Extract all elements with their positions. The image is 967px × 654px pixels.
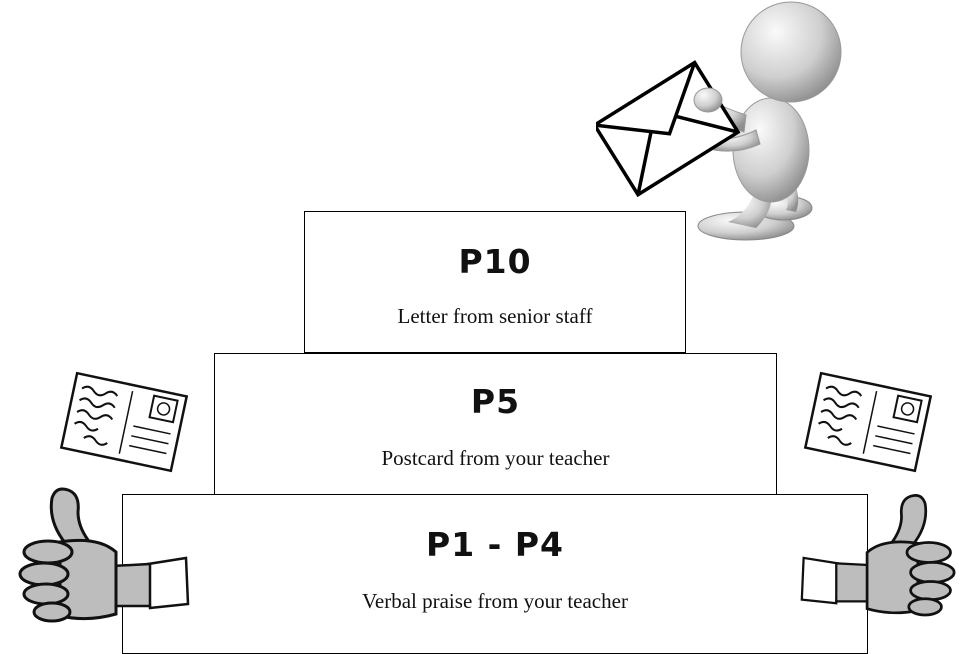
- tier-code: P10: [458, 242, 532, 281]
- reward-tier-p5: P5 Postcard from your teacher: [214, 353, 777, 495]
- reward-tier-p1-p4: P1 - P4 Verbal praise from your teacher: [122, 494, 868, 654]
- tier-description: Postcard from your teacher: [381, 446, 610, 470]
- tier-description: Verbal praise from your teacher: [362, 589, 628, 613]
- figure-with-envelope-icon: [596, 1, 842, 241]
- thumbs-up-icon: [800, 493, 956, 617]
- tier-code: P5: [470, 382, 521, 421]
- postcard-icon: [803, 371, 933, 473]
- tier-description: Letter from senior staff: [397, 304, 593, 328]
- reward-tier-p10: P10 Letter from senior staff: [304, 211, 686, 353]
- thumbs-up-icon: [18, 487, 190, 623]
- postcard-icon: [59, 371, 189, 473]
- tier-code: P1 - P4: [426, 525, 564, 564]
